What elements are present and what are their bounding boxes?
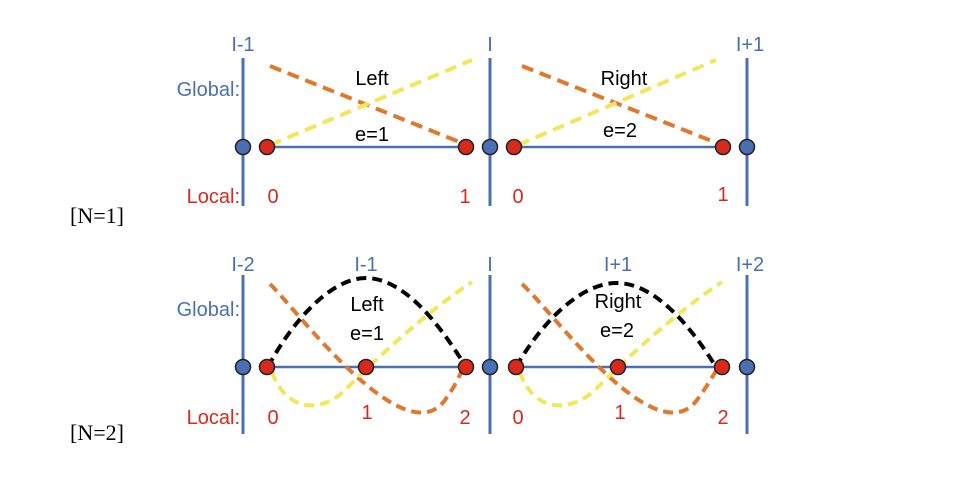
global-node [481,138,499,156]
global-index-label: I-2 [231,254,254,276]
basis-black-left [266,275,468,369]
local-node-label: 1 [361,402,372,424]
local-node-label: 1 [717,184,728,206]
basis-yellow-right [518,280,724,408]
basis-yellow-left [269,58,473,147]
local-node-label: 2 [459,407,470,429]
element-index-label: e=2 [600,320,634,342]
basis-orange-left [268,282,465,415]
element-name-label: Right [601,68,648,90]
global-index-label: I-1 [354,254,377,276]
local-row-label: Local: [187,186,240,208]
element-name-label: Left [355,68,389,90]
order-label: [N=1] [70,203,124,228]
local-node [258,138,276,156]
global-row-label: Global: [177,79,240,101]
order-label: [N=2] [70,420,124,445]
element-index-label: e=1 [355,124,389,146]
global-row-label: Global: [177,299,240,321]
local-node [505,138,523,156]
global-index-label: I-1 [231,34,254,56]
element-index-label: e=2 [603,120,637,142]
local-node [357,358,375,376]
local-node [713,358,731,376]
basis-orange-right [520,282,720,415]
local-node-label: 0 [512,407,523,429]
global-node [738,358,756,376]
local-node-label: 1 [614,402,625,424]
panel-n2: I-2 I-1 I I+1 I+2 Global: Local: Left e=… [70,254,764,445]
local-node-label: 0 [267,407,278,429]
global-index-label: I+1 [736,34,764,56]
local-node [457,358,475,376]
global-index-label: I+1 [604,254,632,276]
element-index-label: e=1 [350,323,384,345]
global-node [234,358,252,376]
local-row-label: Local: [187,407,240,429]
local-node [258,358,276,376]
panel-n1: I-1 I I+1 Global: Local: Left e=1 Right … [70,34,764,228]
local-node [457,138,475,156]
global-node [481,358,499,376]
local-node-label: 0 [267,186,278,208]
local-node [609,358,627,376]
basis-yellow-left [270,280,474,408]
element-name-label: Right [595,291,642,313]
global-node [234,138,252,156]
local-node [714,138,732,156]
element-name-label: Left [350,294,384,316]
global-index-label: I [487,34,493,56]
local-node-label: 0 [512,186,523,208]
global-index-label: I+2 [736,254,764,276]
local-node-label: 2 [717,407,728,429]
basis-yellow-right [517,58,717,147]
local-node [507,358,525,376]
local-node-label: 1 [459,186,470,208]
global-node [738,138,756,156]
global-index-label: I [487,254,493,276]
basis-orange-right [521,64,723,147]
basis-black-right [514,280,718,369]
